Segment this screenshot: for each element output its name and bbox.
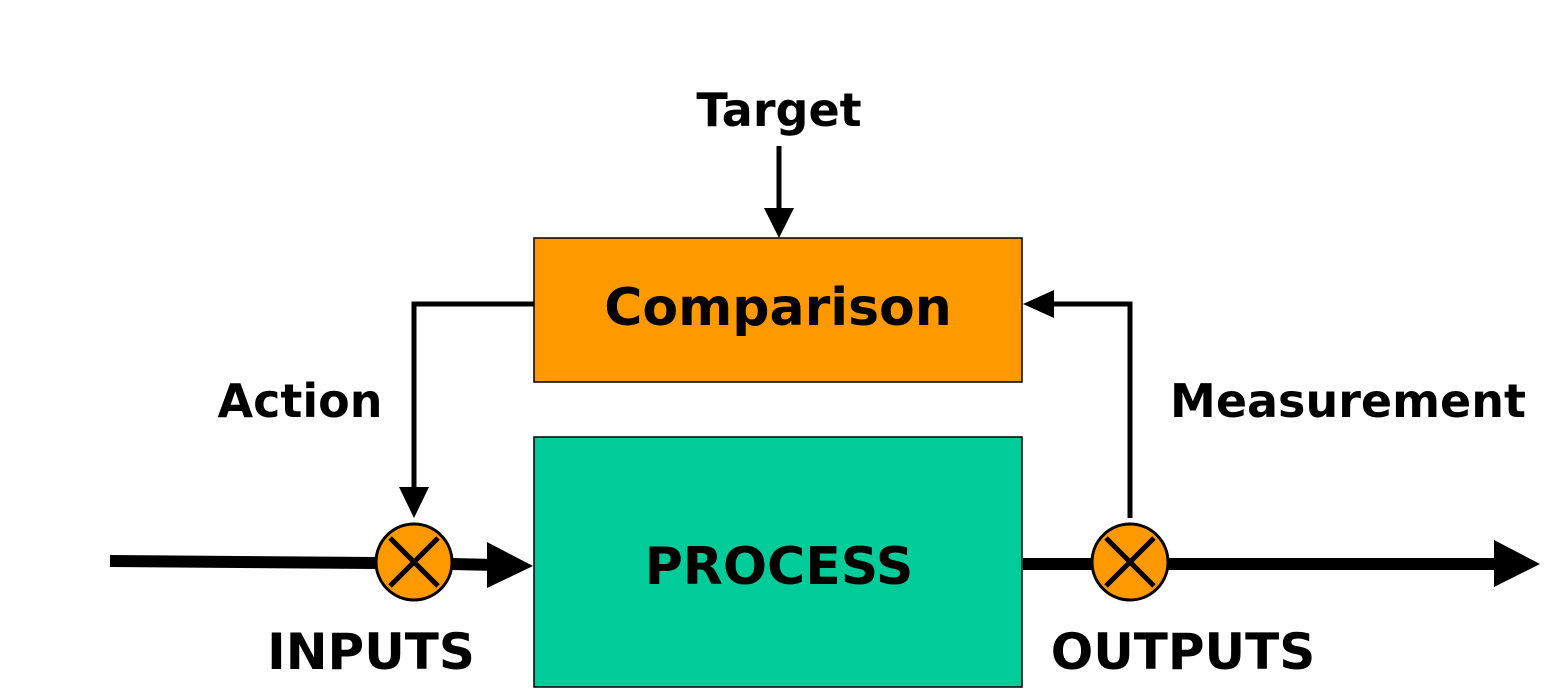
output-arrowhead — [1494, 540, 1540, 587]
action-label: Action — [218, 374, 383, 428]
process-node: PROCESS — [533, 436, 1023, 688]
process-label: PROCESS — [645, 537, 914, 597]
comparison-box — [533, 237, 1023, 383]
cross-circle-icon — [388, 536, 440, 588]
input-line — [109, 555, 377, 569]
cross-circle-icon — [1104, 536, 1156, 588]
action-arrowhead — [399, 487, 429, 518]
target-arrowhead — [764, 208, 794, 238]
measurement-path — [1054, 301, 1133, 518]
output-junction — [1090, 522, 1170, 602]
process-box — [533, 436, 1023, 688]
measurement-label: Measurement — [1170, 374, 1526, 428]
comparison-label: Comparison — [604, 278, 952, 338]
action-path — [411, 301, 534, 490]
measurement-arrowhead — [1023, 290, 1054, 318]
inputs-label: INPUTS — [267, 623, 475, 681]
comparison-node: Comparison — [533, 237, 1023, 383]
input-arrowhead — [487, 542, 533, 588]
target-label: Target — [696, 83, 861, 137]
input-junction — [374, 522, 454, 602]
outputs-label: OUTPUTS — [1051, 623, 1316, 681]
